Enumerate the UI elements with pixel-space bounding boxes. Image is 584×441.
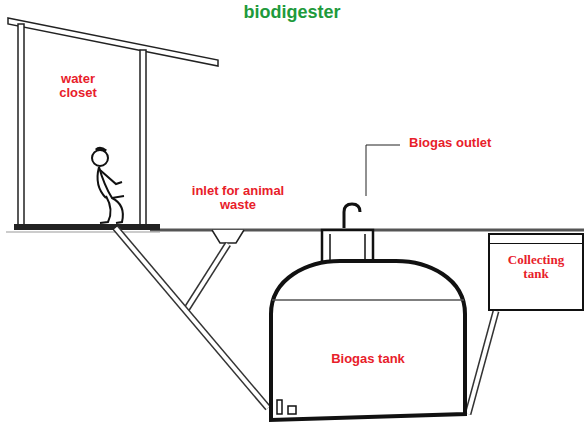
node-label: Collecting tank: [490, 253, 582, 281]
tank-rim: [490, 243, 582, 244]
biogas-tank: Biogas tank: [268, 256, 468, 422]
person: [92, 148, 124, 223]
branch-pipe: [186, 244, 228, 310]
tank-neck: [322, 230, 373, 262]
leader-line: [366, 145, 400, 196]
post: [18, 24, 24, 228]
pipe-connector: [116, 228, 268, 408]
floor-slab: [14, 224, 160, 230]
collecting-tank: Collecting tank: [488, 233, 584, 311]
inlet-label: inlet for animal waste: [172, 184, 304, 212]
ground-line: [6, 232, 160, 233]
outlet-label: Biogas outlet: [408, 136, 530, 150]
pipe-connector: [468, 311, 496, 414]
tank-outline: [268, 256, 468, 422]
post: [140, 50, 146, 228]
node-label: water closet: [48, 72, 108, 100]
diagram-title: biodigester: [0, 2, 584, 23]
roof: [8, 18, 218, 66]
branch-pipe: [186, 244, 228, 310]
node-label: Biogas tank: [268, 352, 468, 366]
outhouse: water closet: [26, 62, 138, 228]
inlet-funnel: [212, 230, 244, 243]
gas-pipe: [344, 204, 360, 228]
